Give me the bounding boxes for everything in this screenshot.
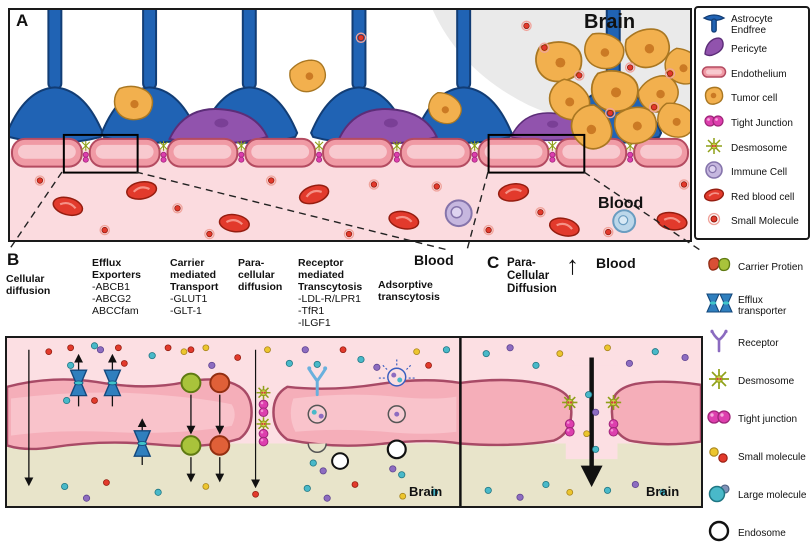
mechanism-title: Cellular diffusion	[6, 273, 51, 297]
legend-label: Large molecule	[738, 490, 807, 501]
up-arrow-icon: ↑	[566, 250, 579, 280]
mechanism-item: -ABCB1	[92, 280, 130, 293]
legend-label: Efflux transporter	[738, 294, 787, 317]
astrocyte-endfoot-icon	[701, 11, 727, 40]
legend-label: Tight Junction	[731, 118, 793, 130]
efflux-transporter-icon	[704, 290, 734, 321]
legend-label: Endosome	[738, 528, 786, 539]
red-blood-cell-icon	[701, 183, 727, 212]
small-molecule-icon	[701, 207, 727, 236]
legend-a: Astrocyte Endfree Pericyte Endothelium T…	[694, 6, 810, 240]
pericyte-icon	[701, 35, 727, 64]
legend-item-astrocyte: Astrocyte Endfree	[701, 13, 806, 38]
mechanism-paracellular-diffusion: Para-cellular diffusion	[238, 257, 290, 294]
immune-cell-icon	[701, 158, 727, 187]
legend-item-receptor: Receptor	[704, 328, 812, 359]
legend-label: Desmosome	[731, 142, 788, 154]
legend-label: Astrocyte Endfree	[731, 14, 773, 37]
carrier-protein-icon	[704, 252, 734, 283]
legend-bc: Carrier Protien Efflux transporter Recep…	[704, 252, 812, 549]
desmosome-icon	[704, 366, 734, 397]
legend-item-endosome: Endosome	[704, 518, 812, 549]
legend-label: Tight junction	[738, 414, 798, 425]
legend-item-efflux-transporter: Efflux transporter	[704, 290, 812, 321]
legend-item-tight-junction: Tight Junction	[701, 111, 806, 136]
legend-label: Endothelium	[731, 68, 787, 80]
mechanism-carrier-transport: Carrier mediated Transport -GLUT1 -GLT-1	[170, 257, 224, 318]
mechanism-item: -ILGF1	[298, 316, 331, 329]
legend-item-red-blood-cell: Red blood cell	[701, 185, 806, 210]
mechanism-title: Efflux Exporters	[92, 257, 142, 281]
panel-a-graphic	[10, 10, 690, 240]
mechanism-adsorptive-transcytosis: Adsorptive transcytosis	[378, 279, 440, 304]
legend-item-large-molecule: Large molecule	[704, 480, 812, 511]
legend-item-tight-junction: Tight junction	[704, 404, 812, 435]
legend-item-desmosome: Desmosome	[704, 366, 812, 397]
endosome-icon	[704, 518, 734, 549]
zoom-box-right	[487, 133, 586, 174]
legend-item-immune-cell: Immune Cell	[701, 160, 806, 185]
large-molecule-icon	[704, 480, 734, 511]
legend-label: Carrier Protien	[738, 262, 804, 273]
legend-item-endothelium: Endothelium	[701, 62, 806, 87]
figure: A Brain Blood B Blood Brain Cellular dif…	[5, 6, 810, 542]
legend-label: Receptor	[738, 338, 779, 349]
legend-item-pericyte: Pericyte	[701, 35, 806, 64]
tight-junction-icon	[701, 109, 727, 138]
mechanism-item: ABCCfam	[92, 304, 139, 317]
endothelium-icon	[701, 60, 727, 89]
legend-label: Immune Cell	[731, 167, 788, 179]
mechanism-title: Para-cellular diffusion	[238, 257, 283, 293]
legend-label: Small molecule	[738, 452, 806, 463]
panel-c-title: Para-Cellular Diffusion	[507, 257, 557, 296]
panel-c-letter: C	[487, 253, 500, 272]
mechanism-cellular-diffusion: Cellular diffusion	[6, 273, 54, 298]
legend-label: Red blood cell	[731, 191, 795, 203]
mechanism-title: Receptor mediated Transcytosis	[298, 257, 363, 293]
panel-a-brain-label: Brain	[584, 11, 636, 33]
mechanism-item: -ABCG2	[92, 292, 132, 305]
panel-b-blood-label: Blood	[414, 252, 454, 268]
panel-a-letter: A	[16, 11, 29, 30]
mechanism-item: -TfR1	[298, 304, 325, 317]
mechanism-efflux-exporters: Efflux Exporters -ABCB1 -ABCG2 ABCCfam	[92, 257, 150, 318]
mechanism-title: Adsorptive transcytosis	[378, 279, 440, 303]
legend-label: Tumor cell	[731, 93, 778, 105]
small-molecule-icon	[704, 442, 734, 473]
legend-item-carrier-protein: Carrier Protien	[704, 252, 812, 283]
legend-item-small-molecule: Small Molecule	[701, 210, 806, 235]
legend-item-desmosome: Desmosome	[701, 136, 806, 161]
panel-a	[8, 8, 692, 242]
legend-label: Desmosome	[738, 376, 795, 387]
mechanism-item: -GLUT1	[170, 292, 208, 305]
panel-b-brain-label: Brain	[409, 484, 443, 499]
legend-label: Small Molecule	[731, 216, 799, 228]
panel-bc	[5, 336, 703, 508]
desmosome-icon	[701, 134, 727, 163]
mechanism-title: Carrier mediated Transport	[170, 257, 219, 293]
tight-junction-icon	[704, 404, 734, 435]
panel-b-letter: B	[7, 250, 20, 269]
immune-cell-blue	[612, 209, 637, 234]
legend-label: Pericyte	[731, 44, 768, 56]
receptor-icon	[704, 328, 734, 359]
mechanism-item: -GLT-1	[170, 304, 202, 317]
mechanism-receptor-transcytosis: Receptor mediated Transcytosis -LDL-R/LP…	[298, 257, 366, 330]
legend-item-small-molecule: Small molecule	[704, 442, 812, 473]
mechanism-item: -LDL-R/LPR1	[298, 292, 362, 305]
immune-cell	[444, 199, 473, 228]
panel-a-blood-label: Blood	[598, 195, 644, 212]
tumor-cell-icon	[701, 84, 727, 113]
panel-c-brain-label: Brain	[646, 484, 680, 499]
panel-c-blood-label: Blood	[596, 255, 636, 271]
legend-item-tumor-cell: Tumor cell	[701, 87, 806, 112]
panel-bc-graphic	[7, 338, 701, 506]
zoom-box-left	[62, 133, 139, 174]
